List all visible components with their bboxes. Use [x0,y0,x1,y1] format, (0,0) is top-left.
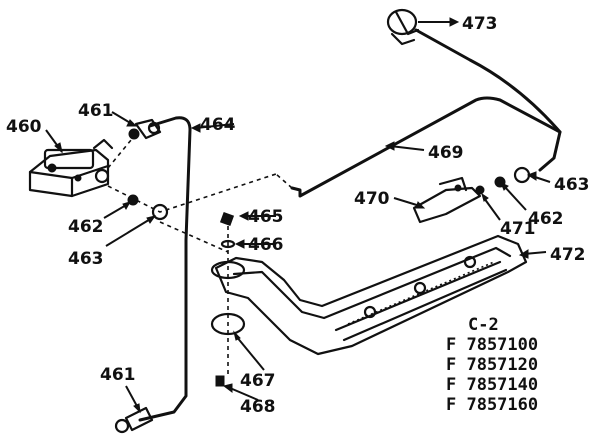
callout-470: 470 [354,189,390,209]
callout-463-right: 463 [554,175,590,195]
assembly-line [107,173,277,213]
callout-466: 466 [248,235,284,255]
callout-465: 465 [248,207,284,227]
model-number-block: C-2 F 7857100 F 7857120 F 7857140 F 7857… [446,315,538,415]
igniter-part [386,8,420,46]
model-group-label: C-2 [468,315,499,335]
assembly-line [275,173,293,189]
igniter-wire-part [414,28,562,134]
screw-465-part [219,211,235,227]
leader-lines [45,17,551,414]
callout-468: 468 [240,397,276,417]
assembly-line [107,133,137,169]
callout-463-left: 463 [68,249,104,269]
model-number: F 7857160 [446,395,538,415]
assembly-line [159,221,229,253]
callout-467: 467 [240,371,276,391]
callout-460: 460 [6,117,42,137]
callout-464: 464 [200,115,236,135]
callout-462-left: 462 [68,217,104,237]
nut-471-part [475,185,485,195]
screw-468-part [215,375,225,387]
model-number: F 7857100 [446,335,538,355]
callout-469: 469 [428,143,464,163]
valve-block-part [28,138,114,198]
callout-472: 472 [550,245,586,265]
burner-part [214,234,528,356]
callout-461-upper: 461 [78,101,114,121]
model-number: F 7857140 [446,375,538,395]
ring-463-right-part [513,166,531,184]
fitting-lower-part [114,406,154,434]
pilot-tube-part [290,96,562,198]
pilot-bracket-part [412,176,482,224]
supply-tube-part [138,116,192,422]
callout-462-right: 462 [528,209,564,229]
callout-471: 471 [500,219,536,239]
callout-473: 473 [462,14,498,34]
model-number: F 7857120 [446,355,538,375]
ring-463-left-part [151,203,169,221]
washer-466-part [220,239,236,249]
fitting-upper-part [128,118,162,140]
callout-461-lower: 461 [100,365,136,385]
